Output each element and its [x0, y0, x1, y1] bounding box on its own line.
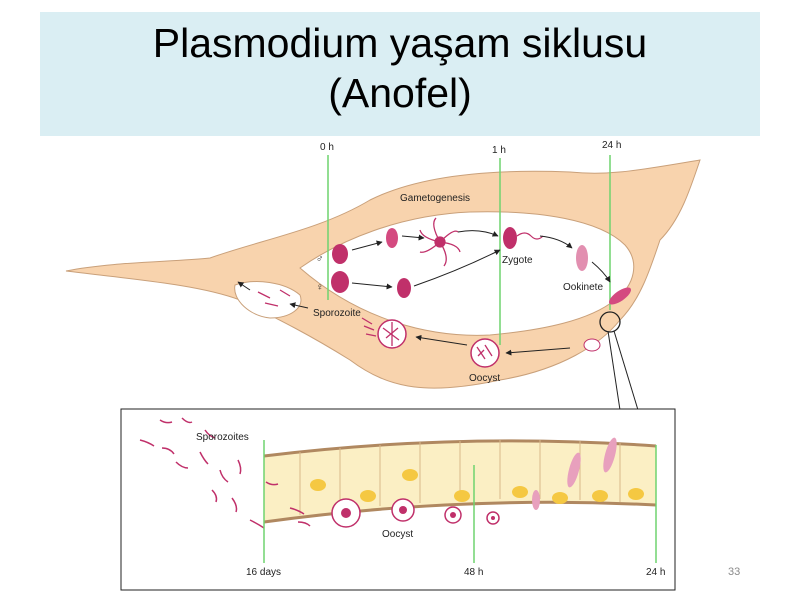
magnifier-circle — [599, 311, 621, 333]
title-band — [40, 12, 760, 136]
ookinete-migrating — [608, 287, 632, 305]
free-sporozoites — [361, 317, 377, 337]
magnifier-line-1 — [607, 330, 621, 411]
basal-membrane — [263, 500, 657, 524]
zygote-microgamete — [516, 232, 544, 240]
inset-label-oocyst: Oocyst — [382, 529, 413, 540]
label-oocyst: Oocyst — [469, 373, 500, 384]
label-ookinete: Ookinete — [563, 282, 603, 293]
cell-boundaries — [299, 440, 621, 515]
midgut-lumen — [299, 211, 635, 336]
released-sporozoites — [139, 417, 311, 529]
female-gametocyte — [331, 271, 349, 293]
ookinete-early — [576, 245, 588, 271]
inset-time-16days: 16 days — [246, 567, 281, 578]
inset-ookinetes — [532, 437, 617, 510]
cell-nuclei — [310, 469, 644, 504]
label-gametogenesis: Gametogenesis — [400, 193, 470, 204]
label-sporozoite: Sporozoite — [313, 308, 361, 319]
arrow-oocyst — [505, 347, 571, 356]
inset-time-48h: 48 h — [464, 567, 483, 578]
early-oocyst — [583, 338, 601, 352]
bursting-oocyst-sporozoites — [382, 322, 400, 346]
exflagellating-male — [419, 217, 461, 267]
magnifier-line-2 — [613, 330, 639, 411]
zygote-cell — [503, 227, 517, 249]
arrow-sporozoite — [289, 302, 309, 309]
arrow-ookinete — [591, 261, 611, 283]
title-line-1: Plasmodium yaşam siklusu — [152, 20, 648, 66]
arrow-male-2 — [401, 234, 425, 241]
time-label-24h: 24 h — [602, 140, 621, 151]
arrow-female-1 — [351, 282, 393, 290]
time-label-0h: 0 h — [320, 142, 334, 153]
arrow-female-2 — [413, 249, 501, 287]
inset-label-sporozoites: Sporozoites — [196, 432, 249, 443]
male-gametocyte — [332, 244, 348, 264]
label-zygote: Zygote — [502, 255, 533, 266]
female-symbol: ♀ — [316, 282, 324, 293]
arrow-salivary — [237, 281, 251, 291]
title-line-2: (Anofel) — [328, 70, 472, 116]
inset-oocyst-cores — [341, 506, 495, 520]
salivary-sporozoites — [257, 289, 291, 307]
arrow-male-1 — [351, 240, 383, 251]
inset-time-24h: 24 h — [646, 567, 665, 578]
male-symbol: ♂ — [316, 254, 324, 265]
arrow-burst — [415, 334, 468, 346]
male-gamete-cell — [386, 228, 398, 248]
salivary-lobe — [234, 281, 302, 319]
page-number: 33 — [728, 566, 741, 578]
slide-title: Plasmodium yaşam siklusu (Anofel) — [40, 18, 760, 118]
arrow-zygote — [539, 235, 573, 249]
oocyst-sporozoites — [476, 344, 493, 360]
mature-oocyst — [470, 338, 500, 368]
arrow-male-3 — [457, 230, 499, 237]
female-gamete-cell — [397, 278, 411, 298]
time-label-1h: 1 h — [492, 145, 506, 156]
